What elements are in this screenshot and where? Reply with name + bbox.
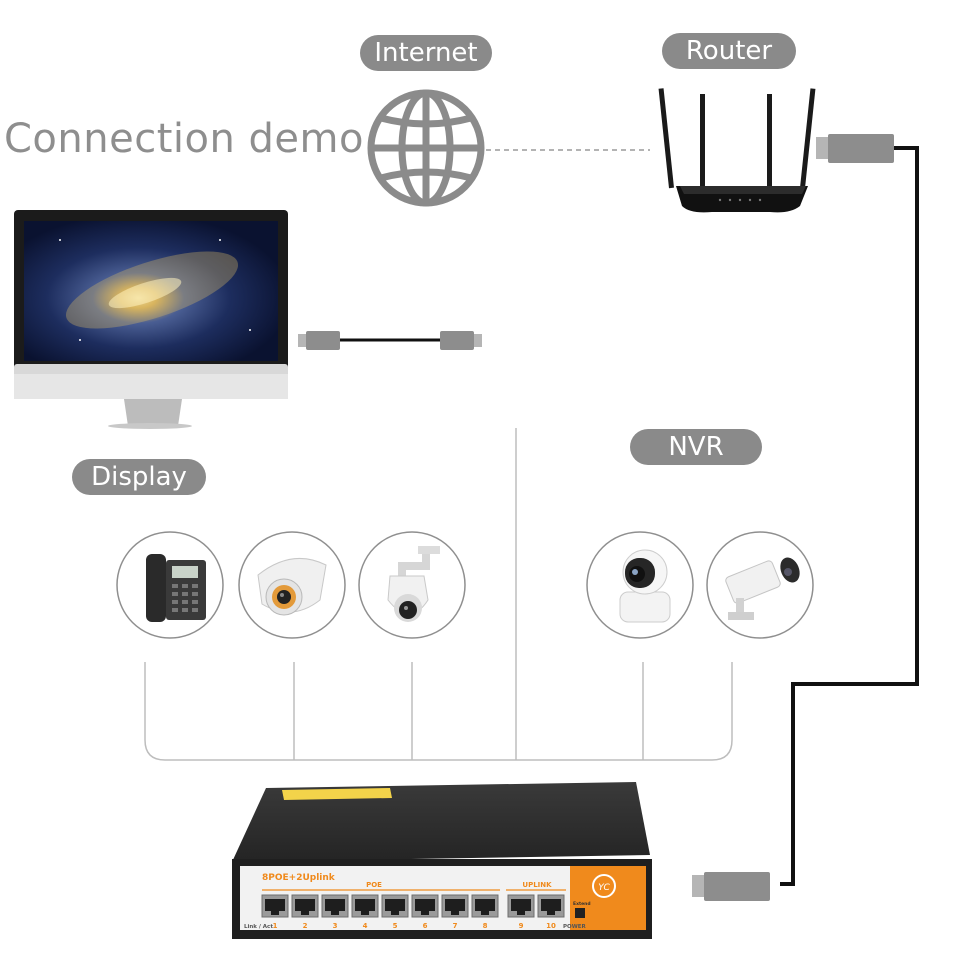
nvr-label-pill: NVR: [630, 429, 762, 465]
device-bullet-camera: [706, 531, 814, 639]
switch-model-label: 8POE+2Uplink: [262, 873, 336, 883]
rj45-port-10[interactable]: [537, 894, 565, 918]
ptz-camera-icon: [387, 546, 440, 622]
rj45-port-2[interactable]: [291, 894, 319, 918]
port-number-9: 9: [519, 922, 524, 930]
device-ptz-camera: [358, 531, 466, 639]
rj45-port-3[interactable]: [321, 894, 349, 918]
switch-accent-panel: [570, 866, 646, 930]
device-dome-camera: [238, 531, 346, 639]
internet-label: Internet: [374, 38, 478, 68]
switch-poe-label: POE: [366, 881, 382, 889]
monitor-icon: [14, 210, 288, 429]
port-number-7: 7: [453, 922, 458, 930]
switch-power-label: POWER: [563, 924, 587, 930]
device-ip-phone: [116, 531, 224, 639]
globe-icon: [367, 89, 485, 207]
rj45-port-8[interactable]: [471, 894, 499, 918]
port-number-10: 10: [546, 922, 556, 930]
dome-camera-icon: [257, 558, 327, 616]
rj45-port-5[interactable]: [381, 894, 409, 918]
switch-sticker: [282, 788, 392, 800]
router-label-pill: Router: [662, 33, 796, 69]
rj45-port-6[interactable]: [411, 894, 439, 918]
port-number-4: 4: [363, 922, 368, 930]
ip-phone-icon: [146, 554, 206, 622]
switch-ports: [261, 894, 565, 918]
rj45-port-1[interactable]: [261, 894, 289, 918]
switch-uplink-label: UPLINK: [522, 881, 552, 889]
port-number-labels: 1 2 3 4 5 6 7 8 9 10: [273, 922, 556, 930]
poe-switch: YC: [232, 782, 652, 939]
port-number-1: 1: [273, 922, 278, 930]
rj45-port-9[interactable]: [507, 894, 535, 918]
display-label-pill: Display: [72, 459, 206, 495]
bullet-camera-icon: [725, 557, 800, 620]
internet-label-pill: Internet: [360, 35, 492, 71]
switch-link-label: Link / Act: [244, 924, 273, 930]
display-cable: [298, 331, 482, 350]
power-button[interactable]: [575, 908, 585, 918]
port-number-2: 2: [303, 922, 308, 930]
port-number-6: 6: [423, 922, 428, 930]
diagram-title: Connection demo: [4, 116, 364, 162]
display-label: Display: [91, 462, 187, 492]
port-number-5: 5: [393, 922, 398, 930]
router-label: Router: [685, 36, 773, 66]
port-number-3: 3: [333, 922, 338, 930]
pan-tilt-camera-icon: [619, 549, 671, 623]
router-icon: [658, 88, 816, 213]
rj45-port-7[interactable]: [441, 894, 469, 918]
port-number-8: 8: [483, 922, 488, 930]
nvr-label: NVR: [668, 432, 724, 462]
brand-logo-icon: [592, 874, 616, 898]
device-pan-tilt-camera: [586, 531, 694, 639]
router-cable: [692, 134, 919, 901]
device-connector-lines: [144, 662, 733, 761]
rj45-port-4[interactable]: [351, 894, 379, 918]
switch-extend-label: Extend: [573, 901, 591, 907]
svg-text:YC: YC: [598, 883, 610, 893]
